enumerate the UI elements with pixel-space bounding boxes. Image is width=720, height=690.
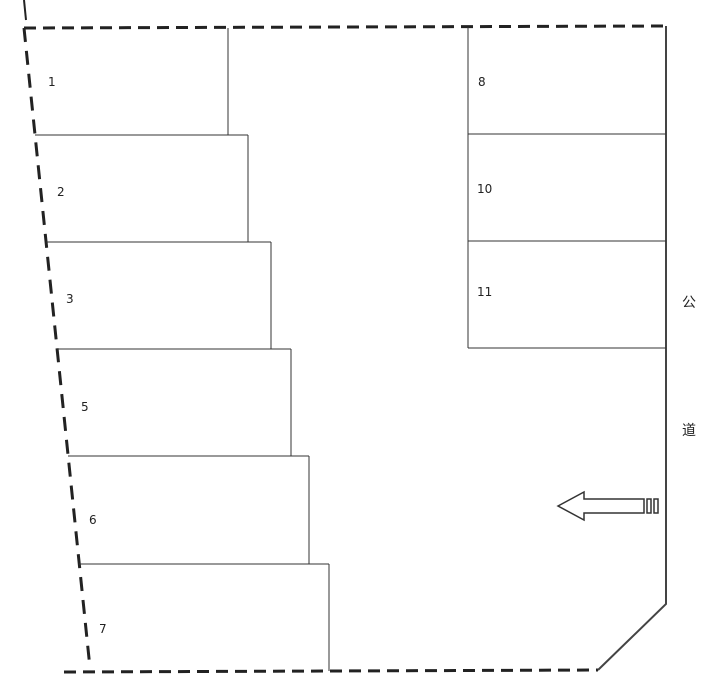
space-label-11: 11	[477, 285, 492, 299]
boundary-top-dashed	[23, 24, 667, 30]
boundary-bottom-dashed	[63, 668, 599, 674]
road-label-char-2: 道	[682, 423, 696, 439]
space-label-1: 1	[48, 75, 56, 89]
right-stall-lines	[467, 27, 666, 349]
road-edge-line	[597, 26, 667, 671]
space-label-6: 6	[89, 513, 97, 527]
space-label-3: 3	[66, 292, 74, 306]
space-label-7: 7	[99, 622, 107, 636]
road-label-char-1: 公	[682, 295, 696, 311]
arrow-left-icon	[556, 490, 659, 522]
space-label-8: 8	[478, 75, 486, 89]
space-label-10: 10	[477, 182, 492, 196]
boundary-left-dashed	[22, 27, 92, 669]
boundary-corner-tick	[23, 0, 27, 21]
space-label-2: 2	[57, 185, 65, 199]
left-stall-lines	[35, 28, 330, 671]
space-label-5: 5	[81, 400, 89, 414]
